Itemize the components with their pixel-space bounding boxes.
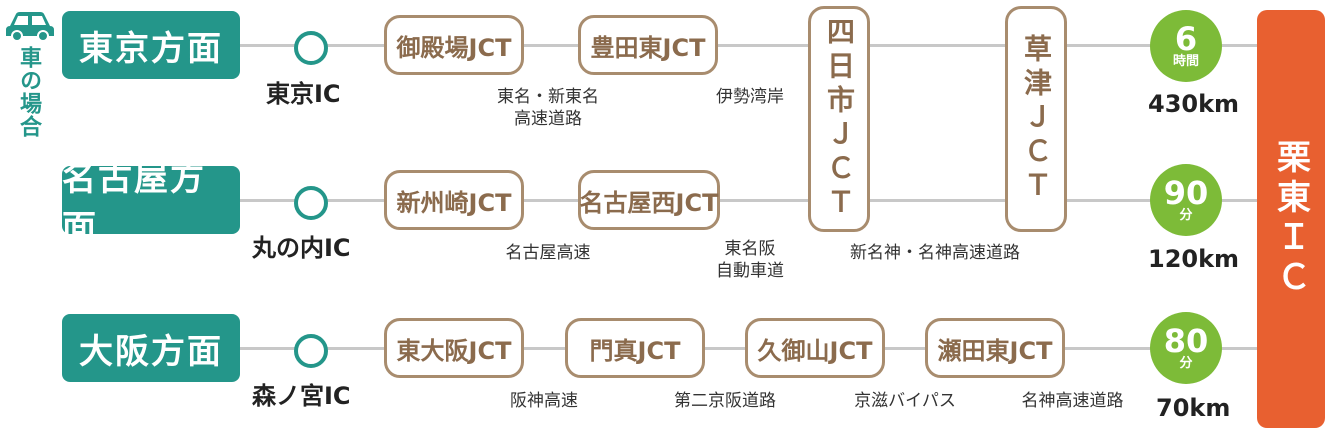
- jct-toyotahigashi-tokyo: 豊田東JCT: [578, 15, 718, 75]
- jct-setahigashi: 瀬田東JCT: [925, 318, 1065, 378]
- ic-marker-tokyo: [294, 31, 328, 65]
- time-unit-nagoya: 分: [1179, 208, 1193, 223]
- time-unit-tokyo: 時間: [1172, 54, 1199, 69]
- time-badge-osaka: 80 分: [1150, 312, 1222, 384]
- ic-marker-osaka: [294, 334, 328, 368]
- time-unit-osaka: 分: [1179, 356, 1193, 371]
- time-value-nagoya: 90: [1163, 174, 1209, 212]
- car-icon: [6, 12, 54, 42]
- jct-kusatsu: 草津ＪＣＴ: [1005, 6, 1067, 232]
- distance-nagoya: 120km: [1148, 245, 1240, 273]
- distance-osaka: 70km: [1156, 394, 1231, 422]
- road-hanshin: 阪神高速: [510, 391, 578, 411]
- road-keiji-bypass: 京滋バイパス: [854, 391, 956, 411]
- distance-tokyo: 430km: [1148, 90, 1240, 118]
- time-badge-tokyo: 6 時間: [1150, 10, 1222, 82]
- mode-label: 車の場合: [16, 46, 41, 138]
- direction-tokyo: 東京方面: [62, 11, 240, 79]
- ic-label-nagoya: 丸の内IC: [252, 234, 351, 262]
- jct-shinsuzaki: 新州崎JCT: [384, 170, 524, 230]
- direction-osaka: 大阪方面: [62, 314, 240, 382]
- direction-nagoya: 名古屋方面: [62, 159, 240, 248]
- destination-ritto-ic: 栗東ＩＣ: [1257, 10, 1325, 428]
- time-value-tokyo: 6: [1174, 20, 1198, 58]
- jct-kadoma: 門真JCT: [565, 318, 705, 378]
- time-badge-nagoya: 90 分: [1150, 164, 1222, 236]
- road-nagoya-expressway: 名古屋高速: [505, 243, 591, 263]
- ic-label-osaka: 森ノ宮IC: [252, 382, 351, 410]
- ic-marker-nagoya: [294, 186, 328, 220]
- jct-kumiyama: 久御山JCT: [745, 318, 885, 378]
- road-meishin: 名神高速道路: [1021, 391, 1124, 411]
- road-isewangan: 伊勢湾岸: [716, 87, 784, 107]
- ic-label-tokyo: 東京IC: [266, 80, 341, 108]
- time-value-osaka: 80: [1163, 322, 1209, 360]
- route-line-tokyo: [240, 44, 1260, 47]
- road-daini-keihan: 第二京阪道路: [674, 391, 776, 411]
- jct-nagoyanishi: 名古屋西JCT: [578, 170, 720, 230]
- road-higashimeihan: 東名阪 自動車道: [716, 239, 784, 281]
- route-line-nagoya: [240, 199, 1260, 202]
- road-tomei: 東名・新東名 高速道路: [497, 87, 599, 129]
- jct-higashiosaka: 東大阪JCT: [384, 318, 524, 378]
- jct-yokkaichi: 四日市ＪＣＴ: [808, 6, 870, 232]
- jct-gotemba: 御殿場JCT: [384, 15, 524, 75]
- road-shinmeishin: 新名神・名神高速道路: [850, 243, 1020, 263]
